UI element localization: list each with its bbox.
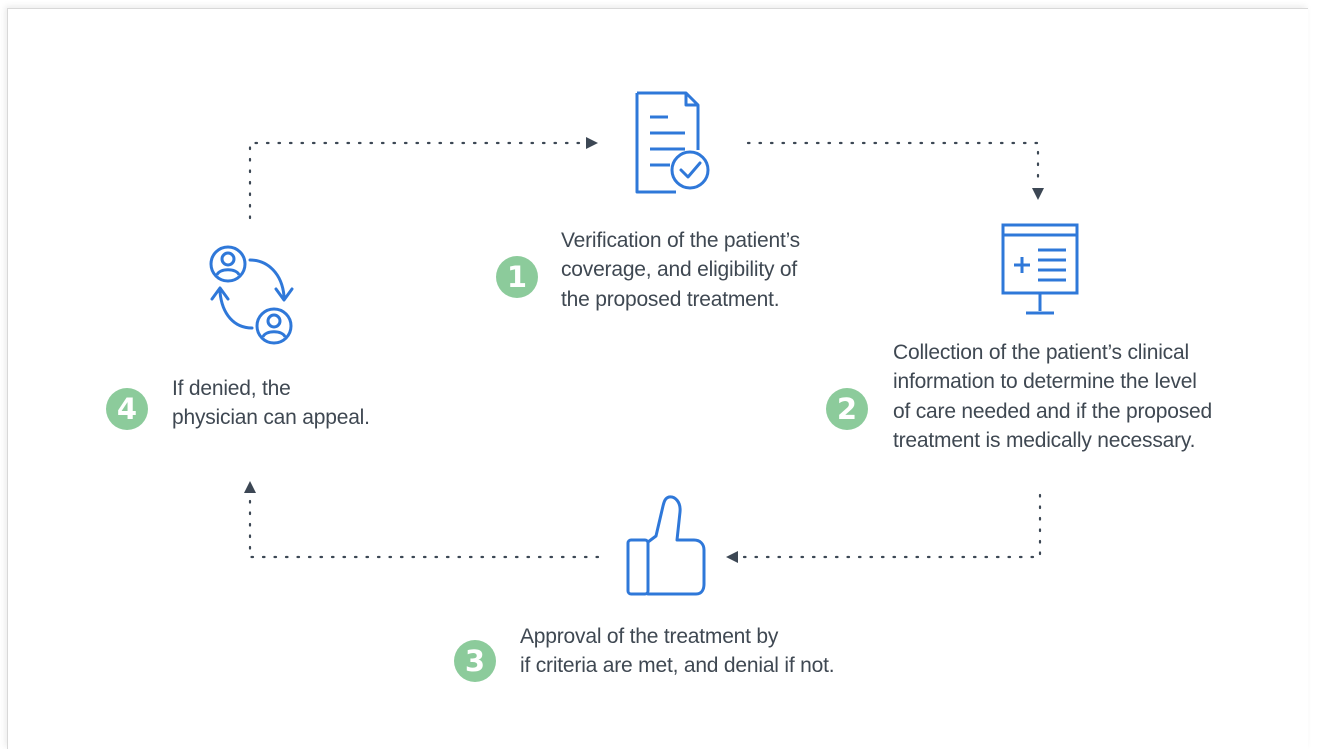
thumbs-up-icon: [626, 495, 706, 596]
step-4-line-1: If denied, the: [172, 377, 291, 400]
step-3-line-2: if criteria are met, and denial if not.: [520, 654, 835, 678]
step-2-line-1: Collection of the patient’s clinical: [893, 341, 1189, 364]
step-1-badge: 1: [496, 256, 538, 298]
step-2-line-3: of care needed and if the proposed: [893, 399, 1212, 423]
connector-2-to-3: [740, 493, 1042, 559]
step-1-line-2: coverage, and eligibility of: [561, 258, 798, 282]
connector-3-to-4: [248, 495, 600, 559]
monitor-plus-list-icon: [1001, 223, 1079, 315]
arrowhead-to-step-2: [1032, 188, 1044, 200]
people-exchange-icon: [209, 245, 294, 345]
step-3-line-1: Approval of the treatment by: [520, 625, 779, 648]
step-2-text: Collection of the patient’s clinical inf…: [893, 338, 1212, 456]
step-2-line-4: treatment is medically necessary.: [893, 429, 1196, 453]
connector-4-to-1: [248, 141, 584, 220]
step-4-line-2: physician can appeal.: [172, 406, 370, 430]
step-2-line-2: information to determine the level: [893, 370, 1197, 394]
arrowhead-to-step-4: [244, 481, 256, 493]
connector-1-to-2: [746, 141, 1040, 186]
step-1-text: Verification of the patient’s coverage, …: [561, 226, 800, 314]
step-1-line-1: Verification of the patient’s: [561, 229, 800, 252]
step-3-badge: 3: [454, 640, 496, 682]
step-3-text: Approval of the treatment by if criteria…: [520, 622, 835, 681]
frame-border: [7, 8, 1308, 749]
arrowhead-to-step-3: [726, 551, 738, 563]
step-4-badge: 4: [106, 388, 148, 430]
step-1-line-3: the proposed treatment.: [561, 287, 780, 311]
step-2-badge: 2: [826, 388, 868, 430]
document-check-icon: [635, 91, 710, 194]
arrowhead-to-step-1: [586, 137, 598, 149]
step-4-text: If denied, the physician can appeal.: [172, 374, 370, 433]
